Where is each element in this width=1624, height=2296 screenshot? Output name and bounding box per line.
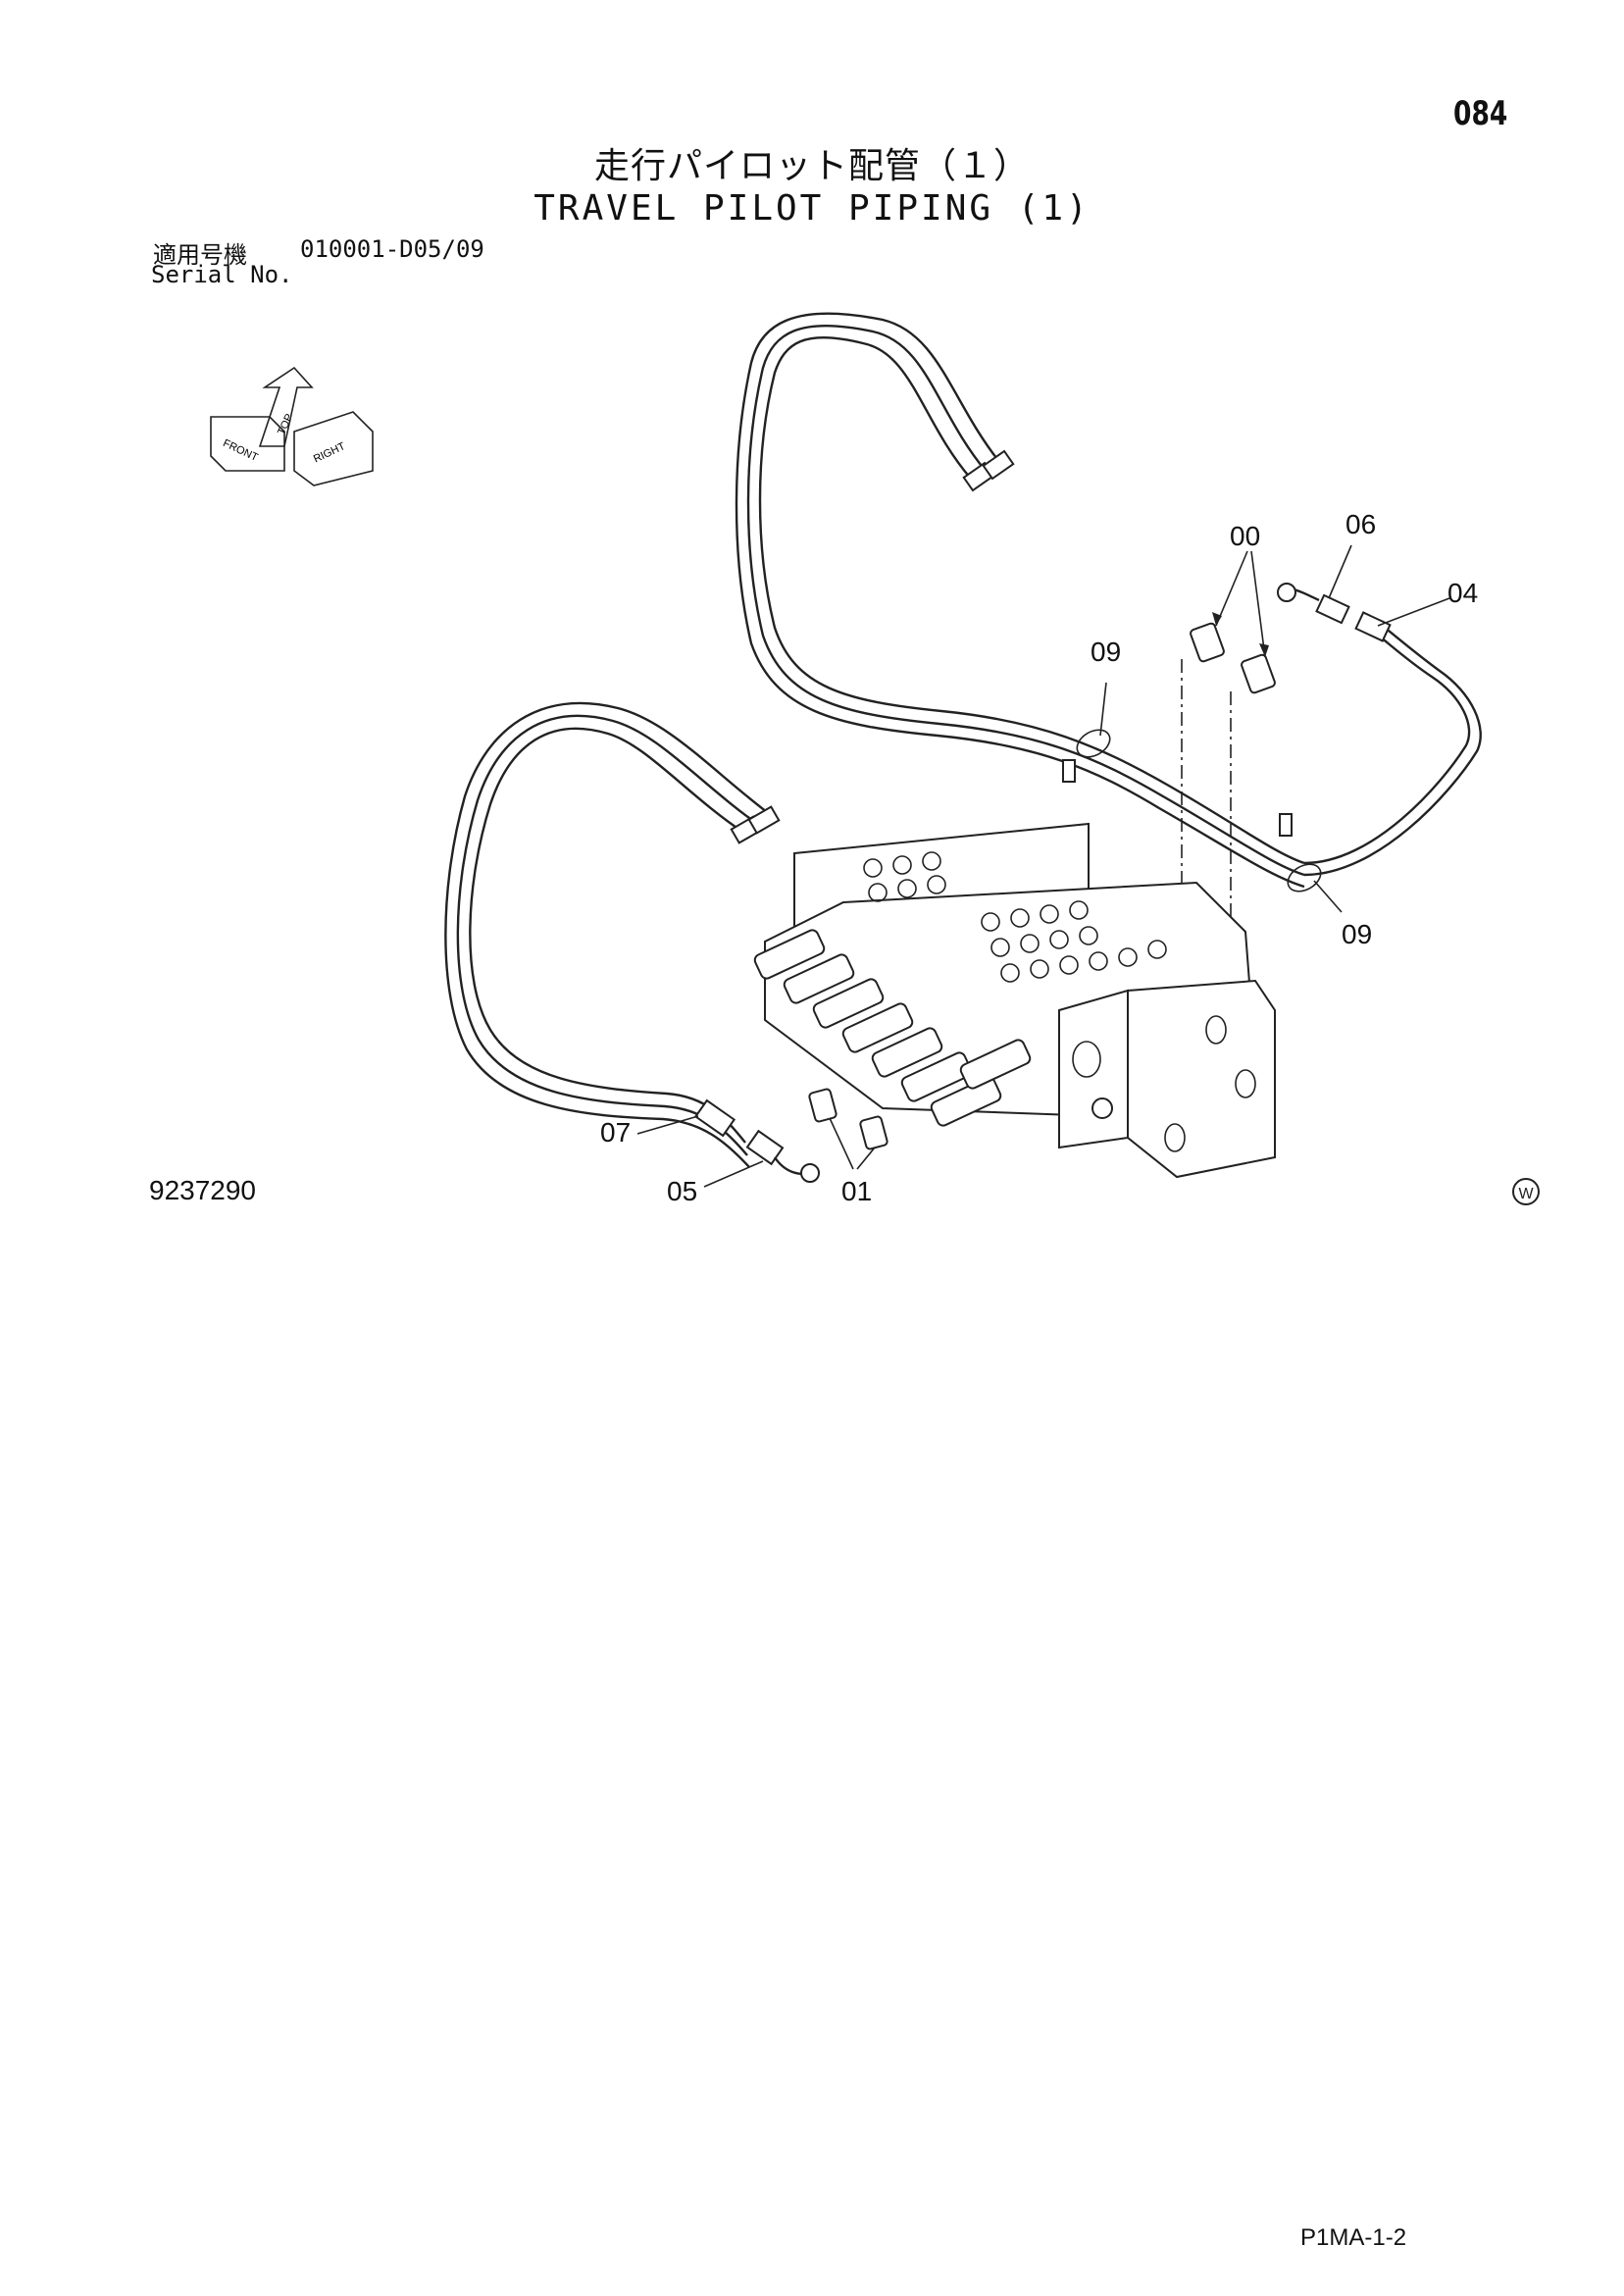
serial-label-english: Serial No. bbox=[151, 261, 293, 288]
adapter-00 bbox=[1190, 622, 1276, 694]
orientation-front-label: FRONT bbox=[221, 437, 260, 464]
callout-04: 04 bbox=[1447, 578, 1478, 608]
callout-05: 05 bbox=[667, 1176, 697, 1206]
page-code: P1MA-1-2 bbox=[1300, 2224, 1407, 2251]
valve-spools bbox=[753, 929, 1032, 1127]
page-number: 084 bbox=[1453, 94, 1508, 133]
title-english: TRAVEL PILOT PIPING (1) bbox=[533, 188, 1091, 229]
circled-w-mark: W bbox=[1512, 1178, 1540, 1205]
hose-fitting-06 bbox=[1315, 593, 1350, 625]
callout-00: 00 bbox=[1230, 521, 1260, 551]
hose-fitting-07 bbox=[693, 1098, 736, 1138]
valve-ports bbox=[863, 851, 1167, 983]
callout-09-lower: 09 bbox=[1342, 919, 1372, 949]
drawing-number: 9237290 bbox=[149, 1175, 257, 1205]
callout-01: 01 bbox=[841, 1176, 872, 1206]
orientation-arrows-icon: FRONT TOP RIGHT bbox=[210, 366, 374, 486]
valve-end-block bbox=[1127, 979, 1276, 1179]
callout-leaders bbox=[636, 544, 1450, 1188]
orientation-right-label: RIGHT bbox=[312, 440, 347, 465]
callout-09-upper: 09 bbox=[1091, 637, 1121, 667]
circled-w-mark-letter: W bbox=[1518, 1186, 1534, 1202]
hose-end-fitting bbox=[982, 449, 1015, 481]
title-japanese: 走行パイロット配管（１） bbox=[593, 146, 1030, 186]
callout-06: 06 bbox=[1345, 509, 1376, 539]
orientation-top-label: TOP bbox=[276, 412, 295, 436]
upper-hose-pair bbox=[735, 312, 1305, 889]
callout-07: 07 bbox=[600, 1117, 631, 1148]
banjo-fitting bbox=[800, 1163, 820, 1183]
right-hose bbox=[1277, 583, 1482, 877]
hose-end-fitting bbox=[747, 805, 781, 835]
left-hose-pair bbox=[444, 701, 820, 1183]
adapter-01 bbox=[808, 1088, 888, 1150]
serial-range: 010001-D05/09 bbox=[300, 235, 484, 263]
serial-label-japanese: 適用号機 bbox=[153, 241, 247, 269]
banjo-fitting bbox=[1277, 583, 1296, 602]
hose-fitting-04 bbox=[1354, 611, 1392, 642]
clamp-09-lower bbox=[1279, 813, 1322, 893]
hose-fitting-05 bbox=[745, 1129, 785, 1166]
control-valve-assembly bbox=[753, 822, 1276, 1179]
clamp-09-upper bbox=[1062, 729, 1111, 783]
